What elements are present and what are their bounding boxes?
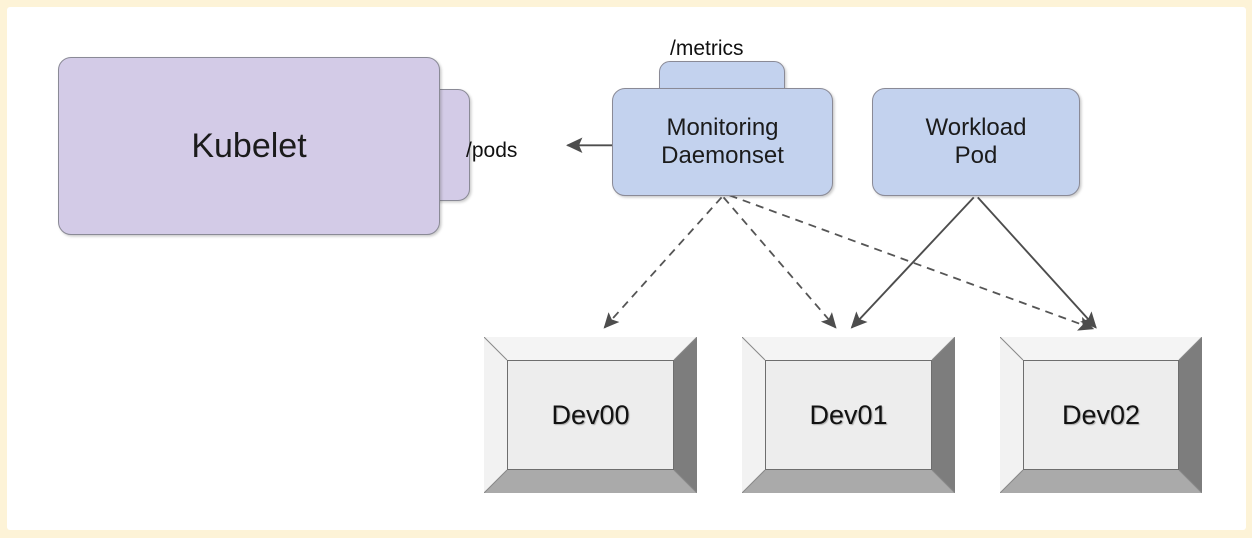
edge-monitoring-to-dev02 bbox=[729, 194, 1095, 331]
edge-workload-to-dev02 bbox=[977, 196, 1097, 329]
edge-monitoring-to-dev00 bbox=[603, 196, 723, 329]
dev00-bevel-top bbox=[484, 337, 697, 360]
edge-workload-to-dev01 bbox=[850, 196, 975, 329]
dev02-bevel-right bbox=[1179, 337, 1202, 493]
node-dev01[interactable]: Dev01 bbox=[742, 337, 955, 493]
dev02-bevel-top bbox=[1000, 337, 1202, 360]
node-monitoring-daemonset-label-line2: Daemonset bbox=[661, 142, 784, 169]
dev00-bevel-right bbox=[674, 337, 697, 493]
dev00-bevel-left bbox=[484, 337, 507, 493]
dev01-bevel-right bbox=[932, 337, 955, 493]
node-dev02-label: Dev02 bbox=[1061, 399, 1141, 430]
dev01-bevel-bottom bbox=[742, 470, 955, 493]
node-dev00[interactable]: Dev00 bbox=[484, 337, 697, 493]
edge-label-pods: /pods bbox=[466, 139, 518, 162]
dev01-inner-face: Dev01 bbox=[765, 360, 932, 470]
edge-monitoring-to-dev01 bbox=[722, 196, 837, 329]
node-dev01-label: Dev01 bbox=[809, 399, 888, 430]
dev01-bevel-left bbox=[742, 337, 765, 493]
node-workload-pod-label-line1: Workload bbox=[925, 113, 1027, 141]
node-monitoring-daemonset-label-line1: Monitoring bbox=[666, 113, 779, 141]
node-kubelet[interactable]: Kubelet bbox=[58, 57, 440, 235]
edge-label-metrics: /metrics bbox=[670, 37, 744, 60]
node-dev00-label: Dev00 bbox=[551, 399, 630, 430]
node-kubelet-label: Kubelet bbox=[191, 126, 307, 165]
diagram-sheet: Kubelet /pods /metrics Monitoring Daemon… bbox=[7, 7, 1246, 530]
node-monitoring-daemonset[interactable]: Monitoring Daemonset bbox=[612, 88, 833, 196]
node-dev02[interactable]: Dev02 bbox=[1000, 337, 1202, 493]
dev01-bevel-top bbox=[742, 337, 955, 360]
dev02-inner-face: Dev02 bbox=[1023, 360, 1179, 470]
dev00-bevel-bottom bbox=[484, 470, 697, 493]
dev00-inner-face: Dev00 bbox=[507, 360, 674, 470]
node-workload-pod-label-line2: Pod bbox=[954, 142, 998, 169]
node-workload-pod[interactable]: Workload Pod bbox=[872, 88, 1080, 196]
dev02-bevel-left bbox=[1000, 337, 1023, 493]
dev02-bevel-bottom bbox=[1000, 470, 1202, 493]
